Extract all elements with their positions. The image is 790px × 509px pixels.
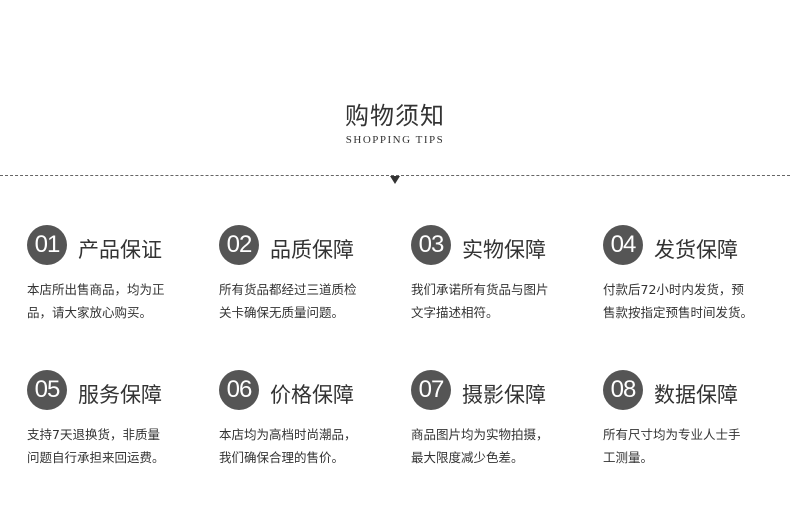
tip-title: 数据保障 [654,383,738,407]
description-line: 文字描述相符。 [411,305,499,320]
number-badge: 01 [27,225,67,265]
number-badge: 08 [603,370,643,410]
tip-title: 价格保障 [270,383,354,407]
tip-description: 所有货品都经过三道质检关卡确保无质量问题。 [219,278,357,324]
description-line: 本店均为高档时尚潮品， [219,427,357,442]
tip-description: 本店所出售商品，均为正品，请大家放心购买。 [27,278,165,324]
page-title: 购物须知 [345,102,445,130]
description-line: 品，请大家放心购买。 [27,305,153,320]
description-line: 售款按指定预售时间发货。 [603,305,754,320]
tip-title: 品质保障 [270,238,354,262]
description-line: 工测量。 [603,450,654,465]
description-line: 支持7天退换货，非质量 [27,427,160,442]
triangle-down-icon [390,176,400,184]
tip-description: 本店均为高档时尚潮品， 我们确保合理的售价。 [219,423,357,469]
tip-item: 04 发货保障 付款后72小时内发货，预售款按指定预售时间发货。 [603,225,788,335]
description-line: 商品图片均为实物拍摄， [411,427,549,442]
tip-title: 实物保障 [462,238,546,262]
tip-item: 01 产品保证 本店所出售商品，均为正品，请大家放心购买。 [27,225,212,335]
tip-description: 支持7天退换货，非质量问题自行承担来回运费。 [27,423,165,469]
tip-title: 摄影保障 [462,383,546,407]
number-badge: 02 [219,225,259,265]
description-line: 所有货品都经过三道质检 [219,282,357,297]
description-line: 最大限度减少色差。 [411,450,524,465]
tip-item: 03 实物保障 我们承诺所有货品与图片文字描述相符。 [411,225,596,335]
tip-description: 商品图片均为实物拍摄， 最大限度减少色差。 [411,423,549,469]
number-badge: 04 [603,225,643,265]
number-badge: 05 [27,370,67,410]
dashed-divider [0,175,790,176]
description-line: 我们承诺所有货品与图片 [411,282,549,297]
description-line: 关卡确保无质量问题。 [219,305,345,320]
page-subtitle: SHOPPING TIPS [345,134,445,146]
tip-item: 07 摄影保障 商品图片均为实物拍摄， 最大限度减少色差。 [411,370,596,480]
number-badge: 07 [411,370,451,410]
tip-title: 产品保证 [78,238,162,262]
tip-title: 服务保障 [78,383,162,407]
description-line: 本店所出售商品，均为正 [27,282,165,297]
tip-item: 06 价格保障 本店均为高档时尚潮品， 我们确保合理的售价。 [219,370,404,480]
tip-description: 所有尺寸均为专业人士手工测量。 [603,423,741,469]
description-line: 我们确保合理的售价。 [219,450,345,465]
description-line: 所有尺寸均为专业人士手 [603,427,741,442]
tip-item: 08 数据保障 所有尺寸均为专业人士手工测量。 [603,370,788,480]
tip-description: 付款后72小时内发货，预售款按指定预售时间发货。 [603,278,753,324]
number-badge: 06 [219,370,259,410]
tip-item: 05 服务保障 支持7天退换货，非质量问题自行承担来回运费。 [27,370,212,480]
description-line: 付款后72小时内发货，预 [603,282,744,297]
tip-description: 我们承诺所有货品与图片文字描述相符。 [411,278,549,324]
tip-title: 发货保障 [654,238,738,262]
tip-item: 02 品质保障 所有货品都经过三道质检关卡确保无质量问题。 [219,225,404,335]
number-badge: 03 [411,225,451,265]
description-line: 问题自行承担来回运费。 [27,450,165,465]
